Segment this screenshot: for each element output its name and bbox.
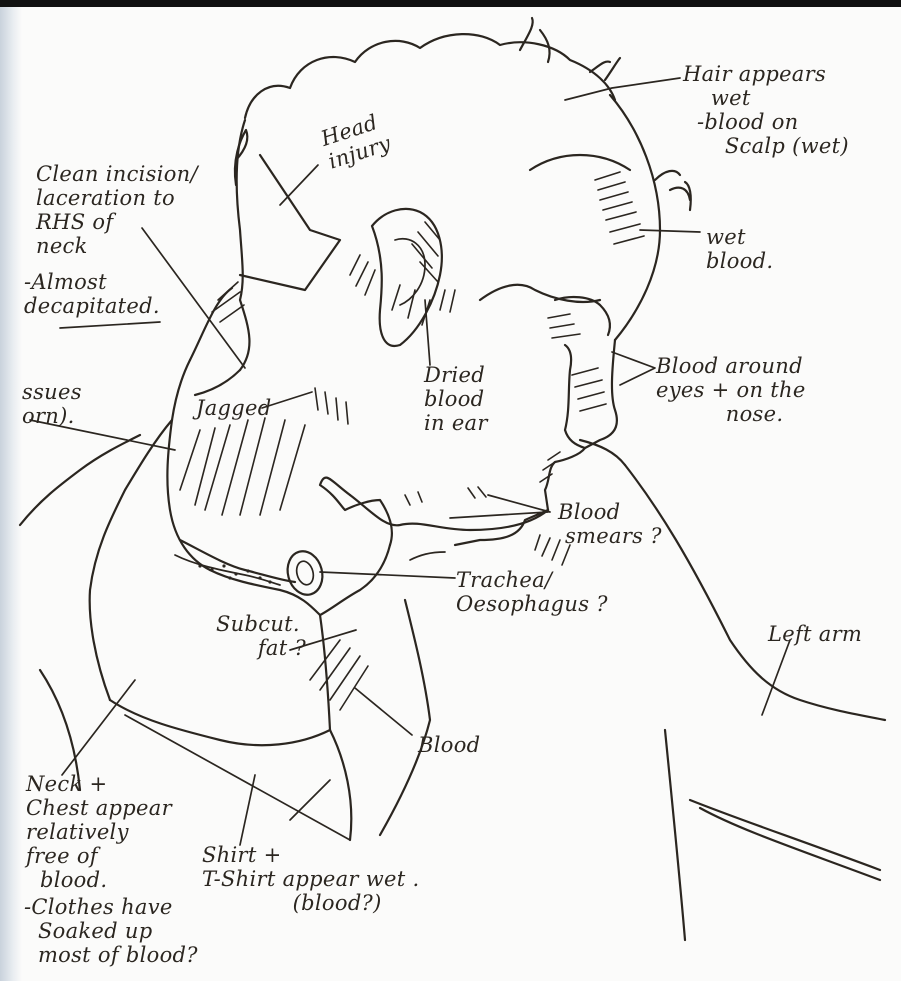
label-almost-decapitated: -Almost decapitated. xyxy=(24,270,160,318)
label-left-arm: Left arm xyxy=(768,622,862,646)
head-outline xyxy=(190,95,660,370)
label-subcut-fat: Subcut. fat ? xyxy=(216,612,306,660)
subcut-fat-dots xyxy=(175,555,280,585)
label-jagged: Jagged xyxy=(196,396,272,420)
label-blood: Blood xyxy=(418,733,480,757)
label-neck-chest: Neck + Chest appear relatively free of b… xyxy=(26,772,172,892)
label-hair-wet: Hair appears wet -blood on Scalp (wet) xyxy=(683,62,849,158)
label-dried-blood-ear: Dried blood in ear xyxy=(424,363,488,435)
label-tissues-torn: ssues orn). xyxy=(22,380,82,428)
label-trachea-oesophagus: Trachea/ Oesophagus ? xyxy=(456,568,608,616)
trachea-ring xyxy=(283,547,327,598)
label-clothes-soaked: -Clothes have Soaked up most of blood? xyxy=(24,895,198,967)
label-clean-incision: Clean incision/ laceration to RHS of nec… xyxy=(36,162,198,258)
label-wet-blood: wet blood. xyxy=(706,225,773,273)
label-blood-smears: Blood smears ? xyxy=(558,500,662,548)
label-shirt-wet: Shirt + T-Shirt appear wet . (blood?) xyxy=(202,843,419,915)
label-blood-around-eyes: Blood around eyes + on the nose. xyxy=(656,354,806,426)
